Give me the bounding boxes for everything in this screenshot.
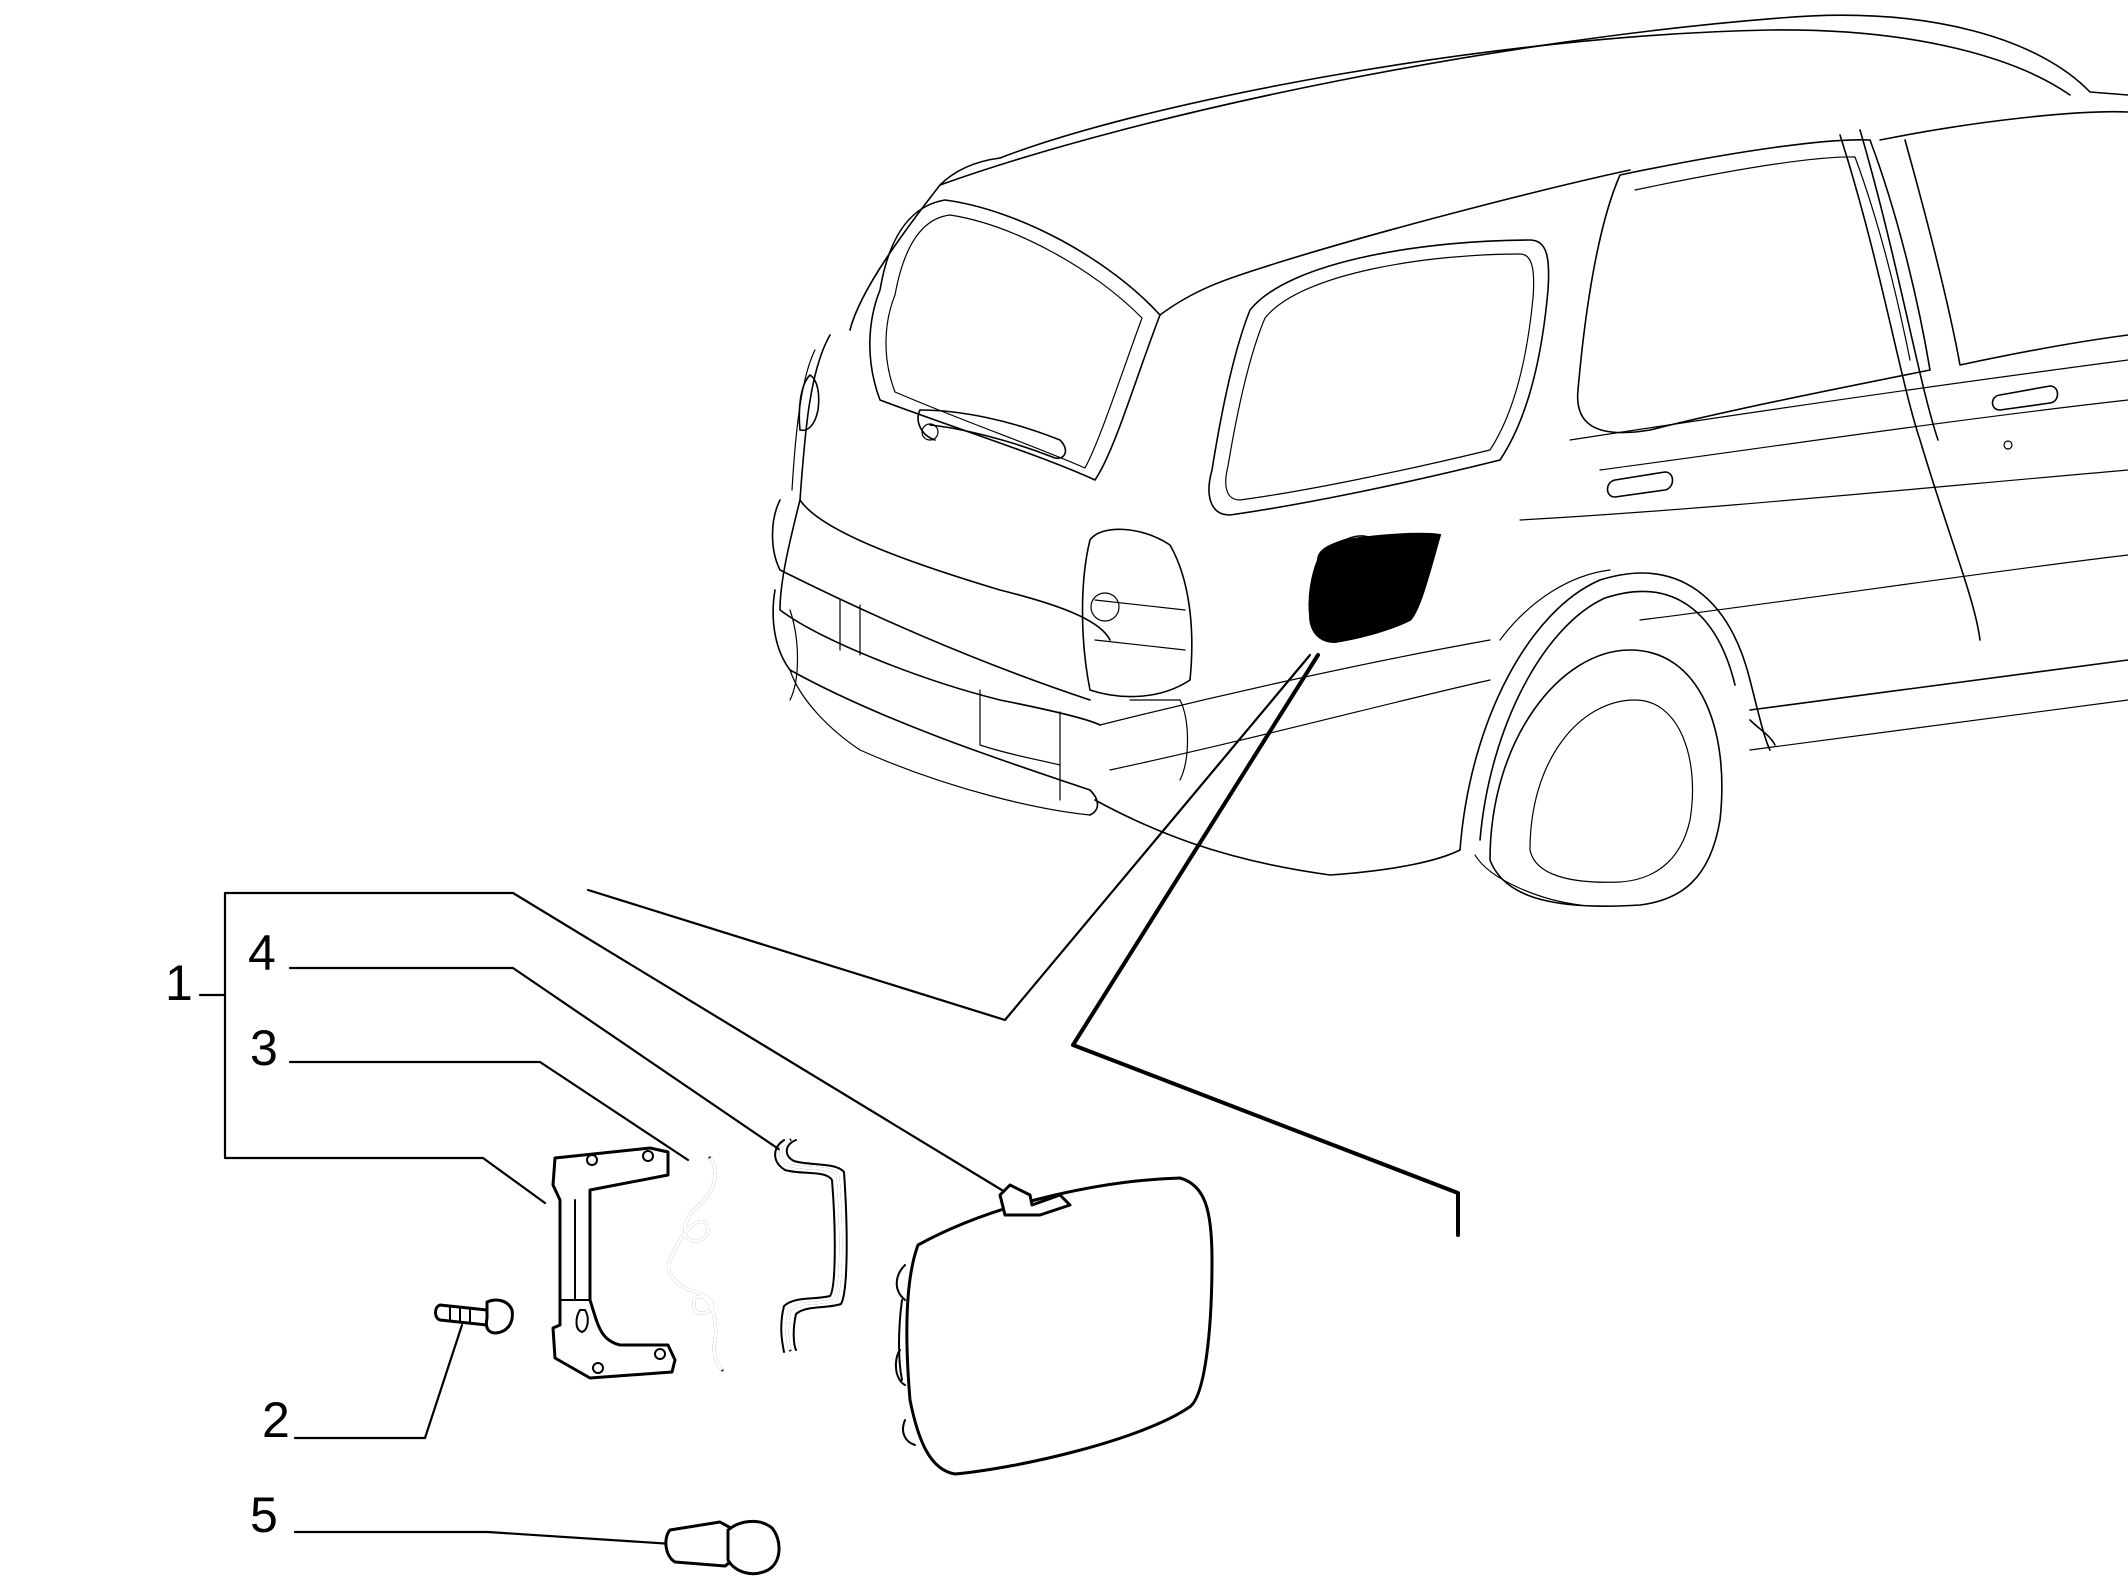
clip-spring	[667, 1156, 724, 1372]
callout-5: 5	[250, 1487, 278, 1543]
callout-leaders	[198, 891, 1012, 1547]
callout-1: 1	[165, 955, 193, 1011]
callout-3: 3	[250, 1020, 278, 1076]
callout-4: 4	[248, 925, 276, 981]
fuel-door-panel	[894, 1176, 1214, 1476]
callout-labels: 1 2 3 4 5	[165, 925, 290, 1543]
bolt	[434, 1298, 514, 1335]
car-illustration	[771, 14, 2128, 907]
zoom-leader-lines	[586, 653, 1460, 1237]
rivet	[664, 1520, 781, 1576]
hinge-bracket	[551, 1146, 677, 1380]
fuel-door-highlight	[1308, 532, 1442, 644]
spring-rod	[774, 1138, 848, 1353]
callout-2: 2	[262, 1392, 290, 1448]
